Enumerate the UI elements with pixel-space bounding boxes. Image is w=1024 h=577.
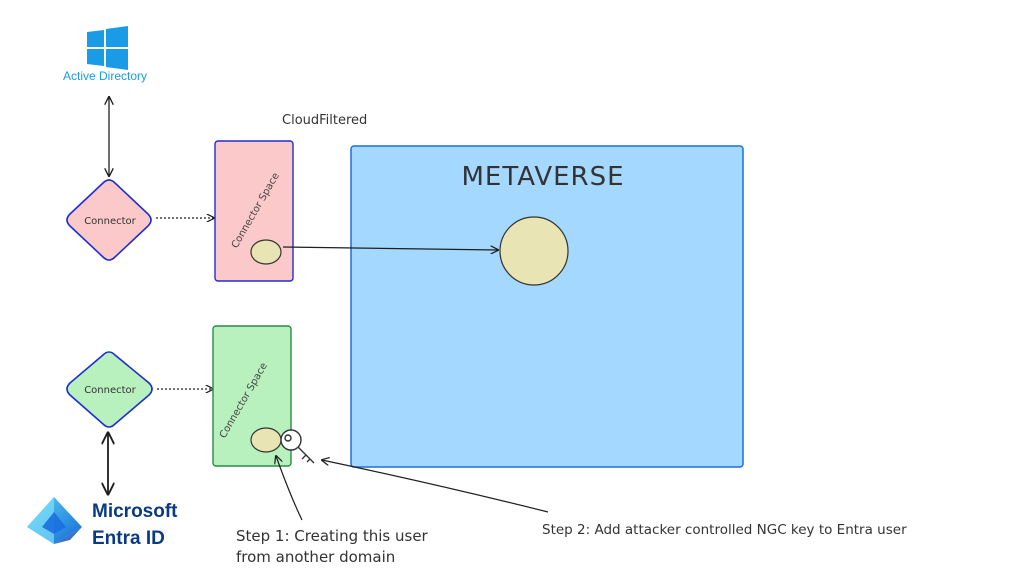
join-arrow <box>282 247 498 250</box>
user-object-top <box>250 239 282 265</box>
windows-logo-icon <box>87 26 128 70</box>
metaverse: METAVERSE <box>350 145 744 468</box>
connector-space-bottom: Connector Space <box>212 325 292 467</box>
metaverse-title: METAVERSE <box>461 162 624 192</box>
entra-line1: Microsoft <box>92 501 178 522</box>
connector-bottom: Connector <box>66 351 153 428</box>
entra-pyramid-icon <box>27 497 82 544</box>
step2-arrow <box>322 460 549 513</box>
connector-top-label: Connector <box>84 216 136 227</box>
active-directory-label: Active Directory <box>63 69 147 83</box>
user-object-bottom <box>250 427 282 453</box>
metaverse-object <box>499 216 569 286</box>
connector-bottom-label: Connector <box>84 385 136 396</box>
connector-top: Connector <box>66 179 152 261</box>
step1-line2: from another domain <box>236 548 395 566</box>
step1-line1: Step 1: Creating this user <box>236 527 429 545</box>
key-icon <box>280 429 315 464</box>
entra-line2: Entra ID <box>92 528 165 549</box>
step2-text: Step 2: Add attacker controlled NGC key … <box>542 522 907 538</box>
connector-space-top: Connector Space <box>214 140 294 282</box>
cloudfiltered-label: CloudFiltered <box>282 113 367 128</box>
step1-arrow <box>276 456 303 521</box>
